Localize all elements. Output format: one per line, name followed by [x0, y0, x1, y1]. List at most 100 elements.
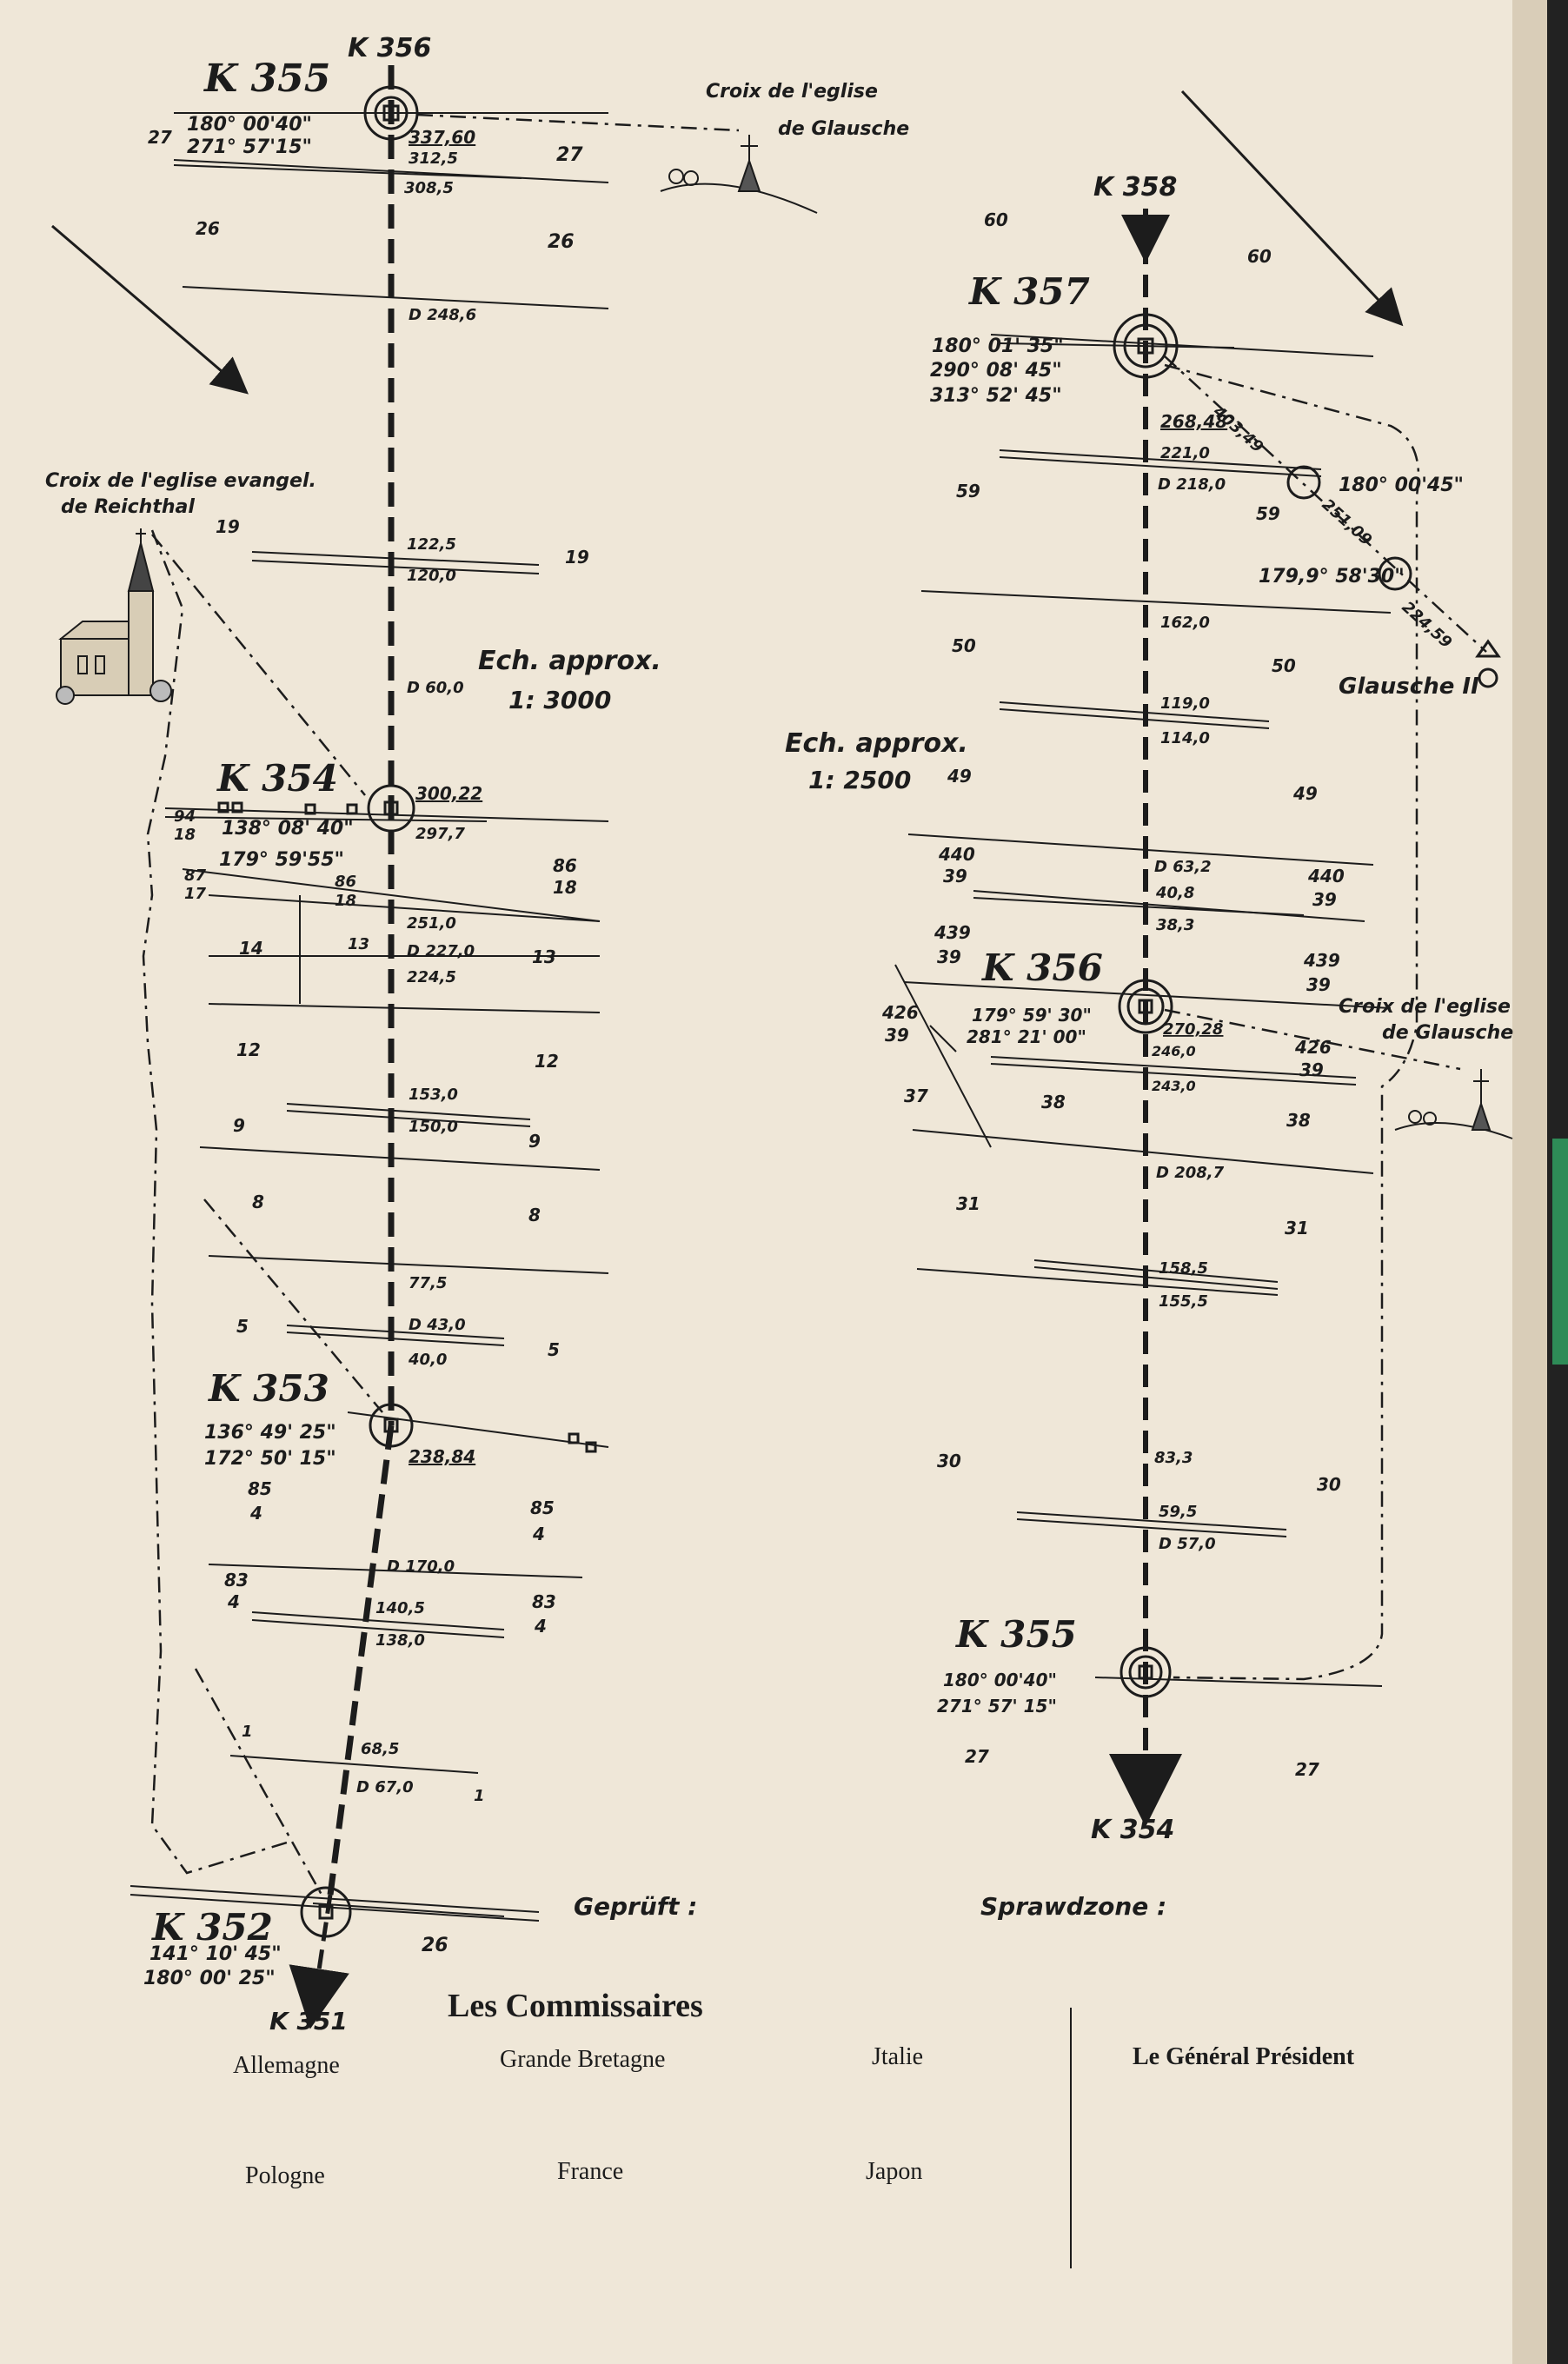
left-boundary-line	[289, 65, 395, 2029]
glausche-church-icon	[660, 135, 818, 214]
frac83b-den: 4	[534, 1616, 547, 1637]
frac86a-num: 86	[335, 873, 356, 891]
left-8-b: 8	[528, 1205, 541, 1225]
left-5-b: 5	[548, 1339, 560, 1360]
right-d40: 40,8	[1155, 884, 1194, 902]
japon-label: Japon	[866, 2158, 922, 2185]
frac426a-den: 39	[885, 1025, 909, 1046]
right-glausche-church-icon	[1394, 1069, 1513, 1139]
station-k353-left: K 353	[208, 1367, 329, 1410]
right-transverse-lines	[903, 334, 1392, 1687]
station-k354-left: K 354	[216, 757, 338, 800]
k356-dist-2: 246,0	[1152, 1043, 1196, 1059]
k352-angle-1: 141° 10' 45"	[149, 1943, 282, 1965]
station-k355-right: K 355	[955, 1613, 1077, 1656]
left-d60: D 60,0	[407, 679, 464, 697]
k355r-angle-1: 180° 00'40"	[943, 1670, 1057, 1690]
station-k352: K 352	[151, 1906, 273, 1949]
right-angle-a: 180° 00'45"	[1339, 475, 1464, 496]
right-d221: 221,0	[1160, 444, 1210, 462]
frac83a-num: 83	[224, 1570, 249, 1590]
k357-angle-1: 180° 01' 35"	[932, 335, 1064, 357]
glausche-ii: Glausche II	[1339, 674, 1479, 700]
left-d140: 140,5	[375, 1599, 425, 1617]
left-d227: D 227,0	[407, 942, 475, 960]
right-labels: K 358 60 60 K 357 180° 01' 35" 290° 08' …	[785, 172, 1513, 1845]
reichthal-church-icon	[56, 528, 172, 705]
left-north-arrow	[51, 224, 249, 395]
left-d248: D 248,6	[409, 306, 476, 324]
frac83a-den: 4	[227, 1591, 240, 1612]
frac85a-den: 4	[249, 1503, 262, 1524]
pologne-label: Pologne	[245, 2162, 325, 2189]
k354-angle-2: 179° 59'55"	[219, 849, 344, 871]
page-edge	[1512, 0, 1547, 2364]
right-d83: 83,3	[1154, 1449, 1193, 1467]
right-scale-1: Ech. approx.	[785, 728, 968, 759]
k354-angle-1: 138° 08' 40"	[222, 818, 354, 840]
left-d120: 120,0	[407, 567, 456, 585]
right-sight-lines	[1164, 355, 1487, 1681]
left-d170: D 170,0	[387, 1557, 455, 1576]
left-12-b: 12	[535, 1051, 559, 1072]
right-d162: 162,0	[1160, 614, 1210, 632]
right-fraction-connectors	[299, 895, 992, 1148]
glausche-label-2: de Glausche	[778, 118, 909, 140]
k354-dist-2: 297,7	[415, 825, 465, 843]
left-12-a: 12	[236, 1039, 261, 1060]
right-glausche-label-2: de Glausche	[1382, 1022, 1513, 1044]
k355-dist-2: 312,5	[409, 149, 458, 168]
frac86b-num: 86	[553, 855, 577, 876]
left-19-a: 19	[216, 516, 240, 537]
right-north-arrow	[1180, 90, 1404, 327]
k357-angle-2: 290° 08' 45"	[930, 360, 1062, 382]
frac85b-den: 4	[532, 1524, 545, 1544]
frac87-num: 87	[184, 867, 207, 885]
station-k356-right: K 356	[981, 946, 1103, 989]
general-president-label: Le Général Président	[1133, 2043, 1355, 2070]
left-labels: K 356 K 355 27 180° 00'40" 271° 57'15" 2…	[45, 33, 909, 2035]
frac440a-den: 39	[943, 866, 967, 886]
left-13-a: 13	[348, 935, 369, 953]
right-d158: 158,5	[1159, 1259, 1208, 1278]
left-d153: 153,0	[409, 1086, 458, 1104]
k356-dist-3: 243,0	[1152, 1078, 1196, 1094]
left-13-b: 13	[532, 946, 556, 967]
right-d268: 268,48	[1160, 411, 1227, 432]
left-d43: D 43,0	[409, 1316, 466, 1334]
frac85b-num: 85	[530, 1497, 555, 1518]
frac440a-num: 440	[938, 844, 975, 865]
right-glausche-label-1: Croix de l'eglise	[1339, 996, 1511, 1018]
right-d57: D 57,0	[1159, 1535, 1216, 1553]
right-diag2: 251,09	[1319, 495, 1376, 549]
k355r-angle-2: 271° 57' 15"	[937, 1696, 1057, 1717]
left-9-b: 9	[528, 1131, 541, 1152]
frac426b-num: 426	[1294, 1037, 1332, 1058]
left-d68: 68,5	[361, 1740, 399, 1758]
left-1-a: 1	[242, 1723, 253, 1741]
frac86a-den: 18	[335, 892, 356, 910]
frac87-den: 17	[184, 885, 207, 903]
left-top-target: K 356	[348, 33, 431, 63]
left-d40: 40,0	[408, 1351, 447, 1369]
k356-angle-2: 281° 21' 00"	[967, 1026, 1086, 1047]
right-27-a: 27	[965, 1746, 989, 1767]
k355-dist-3: 308,5	[404, 179, 454, 197]
right-60-a: 60	[984, 209, 1008, 230]
left-5-a: 5	[236, 1316, 249, 1337]
k353-angle-2: 172° 50' 15"	[204, 1448, 336, 1470]
frac439a-num: 439	[933, 922, 971, 943]
left-14: 14	[239, 938, 263, 959]
right-50-b: 50	[1272, 655, 1296, 676]
geprueft-label: Geprüft :	[574, 1892, 697, 1921]
commissaires-heading: Les Commissaires	[448, 1988, 703, 2024]
right-d119: 119,0	[1160, 694, 1210, 713]
left-26-a: 26	[196, 218, 220, 239]
k353-angle-1: 136° 49' 25"	[204, 1422, 336, 1444]
left-d150: 150,0	[409, 1118, 458, 1136]
grande-bretagne-label: Grande Bretagne	[500, 2046, 665, 2073]
left-scale-1: Ech. approx.	[478, 646, 661, 676]
allemagne-label: Allemagne	[233, 2052, 340, 2079]
reichthal-label-1: Croix de l'eglise evangel.	[45, 470, 316, 492]
